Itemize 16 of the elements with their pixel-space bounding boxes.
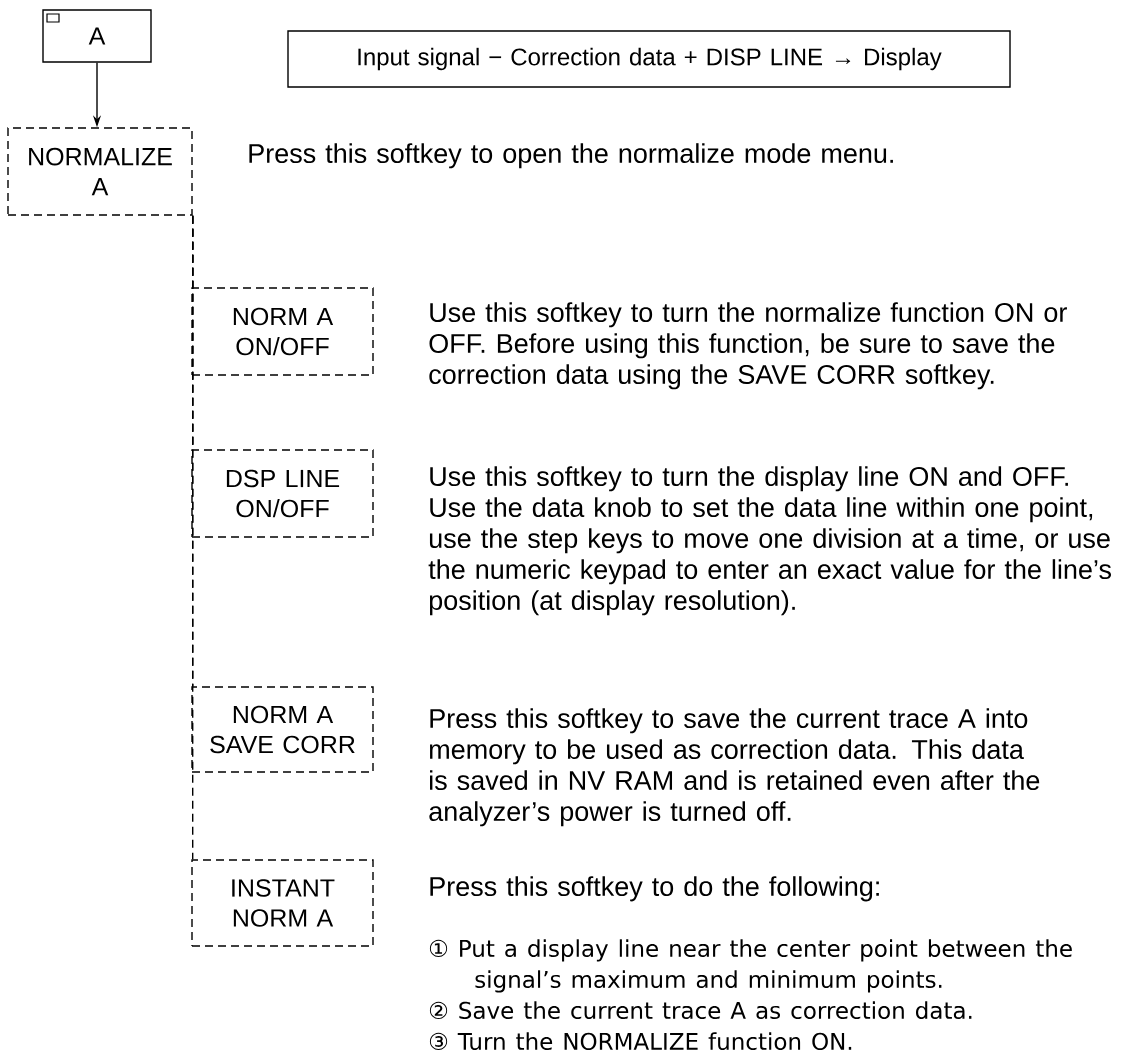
list-item: ③ Turn the NORMALIZE function ON.	[429, 1032, 852, 1051]
key-box: A	[42, 9, 152, 63]
list-item: ① Put a display line near the center point between the signal’s maximum and minimum points.	[429, 939, 1072, 993]
description-text: Use this softkey to turn the normalize function ON or OFF. Before using this function, be sure to save the correction data using the SAVE CORR softkey.	[429, 302, 1067, 390]
softkey-box: NORM A SAVE CORR	[191, 686, 374, 773]
description-text: Press this softkey to do the following:	[430, 876, 879, 902]
description-text: Use this softkey to turn the display line ON and OFF. Use the data knob to set the data line within one point, use the step keys to move one division at a time, or use the numeric keypad to enter an exact value for the line’s position (at display resolution).	[428, 466, 1111, 616]
softkey-box: INSTANT NORM A	[191, 859, 374, 947]
connector	[192, 215, 194, 860]
softkey-box: DSP LINE ON/OFF	[191, 449, 374, 538]
softkey-box: NORMALIZE A	[7, 127, 193, 216]
list-item: ② Save the current trace A as correction data.	[429, 1001, 972, 1020]
description-text: Press this softkey to save the current trace A into memory to be used as correction data. This data is saved in NV RAM and is retained even after the analyzer’s power is turned off.	[429, 708, 1040, 827]
formula-box: Input signal − Correction data + DISP LINE → Display	[287, 30, 1011, 88]
softkey-box: NORM A ON/OFF	[191, 287, 374, 376]
description-text: Press this softkey to open the normalize mode menu.	[249, 143, 893, 169]
